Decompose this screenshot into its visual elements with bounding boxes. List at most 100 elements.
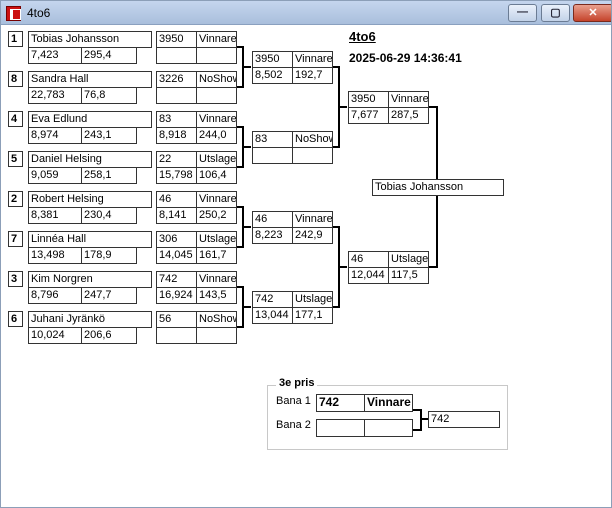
seed-number: 8 bbox=[8, 71, 23, 87]
bracket-area: 4to6 2025-06-29 14:36:41 1 Tobias Johans… bbox=[1, 26, 611, 507]
seed-number: 3 bbox=[8, 271, 23, 287]
match-result[interactable]: Vinnare bbox=[196, 31, 237, 48]
player-name[interactable]: Juhani Jyränkö bbox=[28, 311, 152, 328]
match-result[interactable]: Vinnare bbox=[292, 211, 333, 228]
player-stat-1: 10,024 bbox=[28, 327, 82, 344]
match-stat-2: 250,2 bbox=[196, 207, 237, 224]
lane1-result[interactable]: Vinnare bbox=[364, 394, 413, 412]
lane1-number[interactable]: 742 bbox=[316, 394, 365, 412]
match-stat-1: 14,045 bbox=[156, 247, 197, 264]
seed-number: 7 bbox=[8, 231, 23, 247]
player-stat-2: 247,7 bbox=[81, 287, 137, 304]
lane-number[interactable]: 3950 bbox=[348, 91, 389, 108]
match-result[interactable]: Vinnare bbox=[388, 91, 429, 108]
lane-number[interactable]: 3950 bbox=[252, 51, 293, 68]
window-title: 4to6 bbox=[27, 6, 51, 20]
player-name[interactable]: Linnéa Hall bbox=[28, 231, 152, 248]
match-result[interactable]: NoShow bbox=[196, 311, 237, 328]
match-stat-2 bbox=[196, 87, 237, 104]
match-stat-1: 7,677 bbox=[348, 107, 389, 124]
match-stat-1 bbox=[156, 327, 197, 344]
connector-r1-d bbox=[237, 286, 251, 328]
lane-number[interactable]: 46 bbox=[348, 251, 389, 268]
match-result[interactable]: Utslagen bbox=[196, 231, 237, 248]
lane-number[interactable]: 46 bbox=[252, 211, 293, 228]
player-stat-2: 206,6 bbox=[81, 327, 137, 344]
lane1-label: Bana 1 bbox=[276, 395, 311, 407]
lane-number[interactable]: 742 bbox=[252, 291, 293, 308]
player-stat-2: 243,1 bbox=[81, 127, 137, 144]
lane-number[interactable]: 83 bbox=[252, 131, 293, 148]
match-result[interactable]: Utslagen bbox=[292, 291, 333, 308]
bracket-title: 4to6 bbox=[349, 29, 376, 44]
lane-number[interactable]: 83 bbox=[156, 111, 197, 128]
match-result[interactable]: NoShow bbox=[196, 71, 237, 88]
connector-r2-a bbox=[333, 66, 347, 148]
app-icon bbox=[6, 6, 21, 21]
connector-r2-b bbox=[333, 226, 347, 308]
match-stat-1 bbox=[156, 47, 197, 64]
match-stat-2: 117,5 bbox=[388, 267, 429, 284]
match-stat-1 bbox=[156, 87, 197, 104]
connector-r1-c bbox=[237, 206, 251, 248]
maximize-button[interactable]: ▢ bbox=[541, 4, 570, 22]
player-name[interactable]: Eva Edlund bbox=[28, 111, 152, 128]
lane2-result[interactable] bbox=[364, 419, 413, 437]
player-stat-2: 295,4 bbox=[81, 47, 137, 64]
lane-number[interactable]: 742 bbox=[156, 271, 197, 288]
player-stat-1: 8,381 bbox=[28, 207, 82, 224]
bracket-timestamp: 2025-06-29 14:36:41 bbox=[349, 51, 462, 65]
minimize-icon: — bbox=[517, 6, 528, 18]
lane2-label: Bana 2 bbox=[276, 419, 311, 431]
match-stat-1 bbox=[252, 147, 293, 164]
minimize-button[interactable]: — bbox=[508, 4, 537, 22]
lane-number[interactable]: 46 bbox=[156, 191, 197, 208]
player-name[interactable]: Tobias Johansson bbox=[28, 31, 152, 48]
match-stat-2: 161,7 bbox=[196, 247, 237, 264]
close-icon: ✕ bbox=[588, 7, 598, 19]
seed-number: 2 bbox=[8, 191, 23, 207]
match-result[interactable]: NoShow bbox=[292, 131, 333, 148]
third-place-title: 3e pris bbox=[276, 377, 318, 389]
match-stat-1: 13,044 bbox=[252, 307, 293, 324]
player-stat-1: 22,783 bbox=[28, 87, 82, 104]
match-stat-1: 16,924 bbox=[156, 287, 197, 304]
lane2-number[interactable] bbox=[316, 419, 365, 437]
lane-number[interactable]: 306 bbox=[156, 231, 197, 248]
match-stat-2: 177,1 bbox=[292, 307, 333, 324]
player-name[interactable]: Robert Helsing bbox=[28, 191, 152, 208]
match-stat-1: 8,502 bbox=[252, 67, 293, 84]
connector-r1-a bbox=[237, 46, 251, 88]
lane-number[interactable]: 22 bbox=[156, 151, 197, 168]
lane-number[interactable]: 3950 bbox=[156, 31, 197, 48]
player-name[interactable]: Sandra Hall bbox=[28, 71, 152, 88]
match-result[interactable]: Vinnare bbox=[196, 191, 237, 208]
player-stat-2: 230,4 bbox=[81, 207, 137, 224]
player-name[interactable]: Daniel Helsing bbox=[28, 151, 152, 168]
match-result[interactable]: Utslagen bbox=[388, 251, 429, 268]
match-stat-2 bbox=[292, 147, 333, 164]
lane-number[interactable]: 56 bbox=[156, 311, 197, 328]
match-stat-1: 8,223 bbox=[252, 227, 293, 244]
match-stat-2: 244,0 bbox=[196, 127, 237, 144]
match-result[interactable]: Vinnare bbox=[292, 51, 333, 68]
match-result[interactable]: Vinnare bbox=[196, 271, 237, 288]
match-result[interactable]: Vinnare bbox=[196, 111, 237, 128]
player-stat-1: 9,059 bbox=[28, 167, 82, 184]
seed-number: 5 bbox=[8, 151, 23, 167]
match-stat-2: 106,4 bbox=[196, 167, 237, 184]
third-place-group: 3e pris bbox=[267, 377, 508, 450]
player-name[interactable]: Kim Norgren bbox=[28, 271, 152, 288]
match-result[interactable]: Utslagen bbox=[196, 151, 237, 168]
match-stat-2: 143,5 bbox=[196, 287, 237, 304]
third-place-result[interactable]: 742 bbox=[428, 411, 500, 428]
lane-number[interactable]: 3226 bbox=[156, 71, 197, 88]
close-button[interactable]: ✕ bbox=[573, 4, 611, 22]
title-bar[interactable]: 4to6 — ▢ ✕ bbox=[1, 1, 611, 25]
match-stat-2: 192,7 bbox=[292, 67, 333, 84]
seed-number: 6 bbox=[8, 311, 23, 327]
seed-number: 1 bbox=[8, 31, 23, 47]
match-stat-1: 8,918 bbox=[156, 127, 197, 144]
winner-name[interactable]: Tobias Johansson bbox=[372, 179, 504, 196]
